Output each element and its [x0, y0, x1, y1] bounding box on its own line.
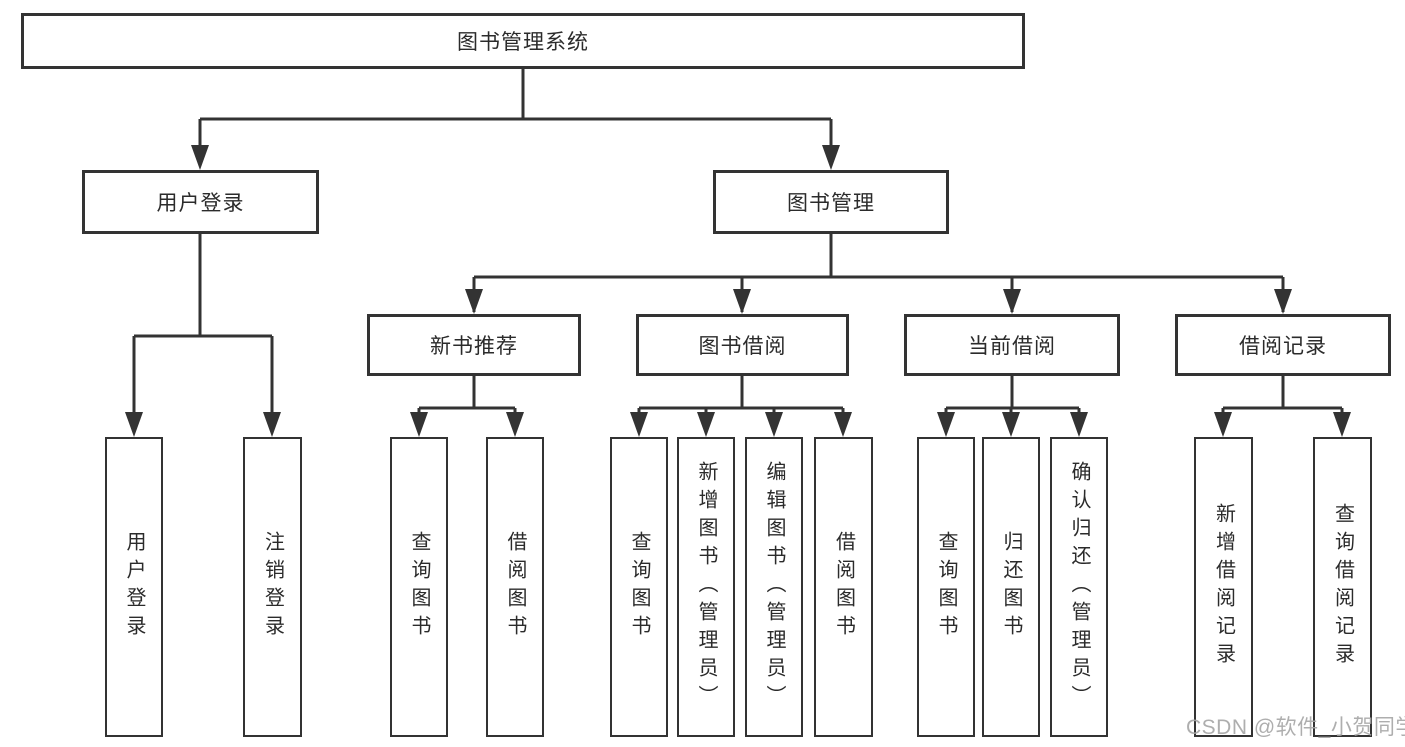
leaf-newbooks-borrow-books: 借阅图书 — [486, 437, 544, 737]
arrow-head-icon — [410, 412, 428, 437]
leaf-edit-books-admin: 编辑图书（管理员） — [745, 437, 803, 737]
leaf-logout: 注销登录 — [243, 437, 302, 737]
arrow-head-icon — [125, 412, 143, 437]
arrow-head-icon — [733, 289, 751, 314]
arrow-head-icon — [822, 145, 840, 170]
arrow-head-icon — [834, 412, 852, 437]
leaf-add-borrow-record: 新增借阅记录 — [1194, 437, 1253, 737]
leaf-query-borrow-record: 查询借阅记录 — [1313, 437, 1372, 737]
arrow-head-icon — [1333, 412, 1351, 437]
arrow-head-icon — [465, 289, 483, 314]
connector-path — [132, 69, 1344, 433]
leaf-confirm-return-admin: 确认归还（管理员） — [1050, 437, 1108, 737]
leaf-newbooks-query-books-label: 查询图书 — [408, 531, 430, 643]
leaf-user-login-label: 用户登录 — [123, 531, 145, 643]
node-new-book-recommend: 新书推荐 — [367, 314, 581, 376]
node-borrowing-records: 借阅记录 — [1175, 314, 1391, 376]
arrow-head-icon — [191, 145, 209, 170]
leaf-newbooks-borrow-books-label: 借阅图书 — [504, 531, 526, 643]
arrow-head-icon — [1070, 412, 1088, 437]
leaf-logout-label: 注销登录 — [261, 531, 284, 643]
leaf-borrowing-borrow-books-label: 借阅图书 — [832, 531, 855, 643]
leaf-user-login: 用户登录 — [105, 437, 163, 737]
arrowheads-group — [125, 145, 1351, 437]
leaf-add-books-admin-label: 新增图书（管理员） — [695, 461, 717, 713]
node-user-login: 用户登录 — [82, 170, 319, 234]
node-book-borrowing-label: 图书借阅 — [698, 335, 787, 358]
leaf-add-books-admin: 新增图书（管理员） — [677, 437, 735, 737]
node-new-book-recommend-label: 新书推荐 — [430, 335, 518, 358]
arrow-head-icon — [1003, 289, 1021, 314]
leaf-newbooks-query-books: 查询图书 — [390, 437, 448, 737]
node-current-borrowing: 当前借阅 — [904, 314, 1120, 376]
arrow-head-icon — [263, 412, 281, 437]
csdn-watermark: CSDN @软件_小贺同学 — [1186, 716, 1405, 739]
arrow-head-icon — [1002, 412, 1020, 437]
node-user-login-label: 用户登录 — [156, 192, 245, 215]
arrow-head-icon — [765, 412, 783, 437]
leaf-borrowing-query-books: 查询图书 — [610, 437, 668, 737]
leaf-current-query-books: 查询图书 — [917, 437, 975, 737]
leaf-edit-books-admin-label: 编辑图书（管理员） — [763, 461, 785, 713]
node-root: 图书管理系统 — [21, 13, 1025, 69]
leaf-confirm-return-admin-label: 确认归还（管理员） — [1068, 461, 1090, 713]
leaf-return-books: 归还图书 — [982, 437, 1040, 737]
leaf-borrowing-borrow-books: 借阅图书 — [814, 437, 873, 737]
node-root-label: 图书管理系统 — [457, 31, 589, 54]
node-book-management-label: 图书管理 — [787, 192, 875, 215]
arrow-head-icon — [697, 412, 715, 437]
node-book-borrowing: 图书借阅 — [636, 314, 849, 376]
leaf-borrowing-query-books-label: 查询图书 — [628, 531, 650, 643]
leaf-query-borrow-record-label: 查询借阅记录 — [1331, 503, 1354, 671]
leaf-add-borrow-record-label: 新增借阅记录 — [1212, 503, 1235, 671]
node-book-management: 图书管理 — [713, 170, 949, 234]
arrow-head-icon — [937, 412, 955, 437]
arrow-head-icon — [1274, 289, 1292, 314]
node-current-borrowing-label: 当前借阅 — [968, 335, 1056, 358]
node-borrowing-records-label: 借阅记录 — [1239, 335, 1327, 358]
arrow-head-icon — [506, 412, 524, 437]
leaf-current-query-books-label: 查询图书 — [935, 531, 957, 643]
leaf-return-books-label: 归还图书 — [1000, 531, 1022, 643]
arrow-head-icon — [1214, 412, 1232, 437]
arrow-head-icon — [630, 412, 648, 437]
